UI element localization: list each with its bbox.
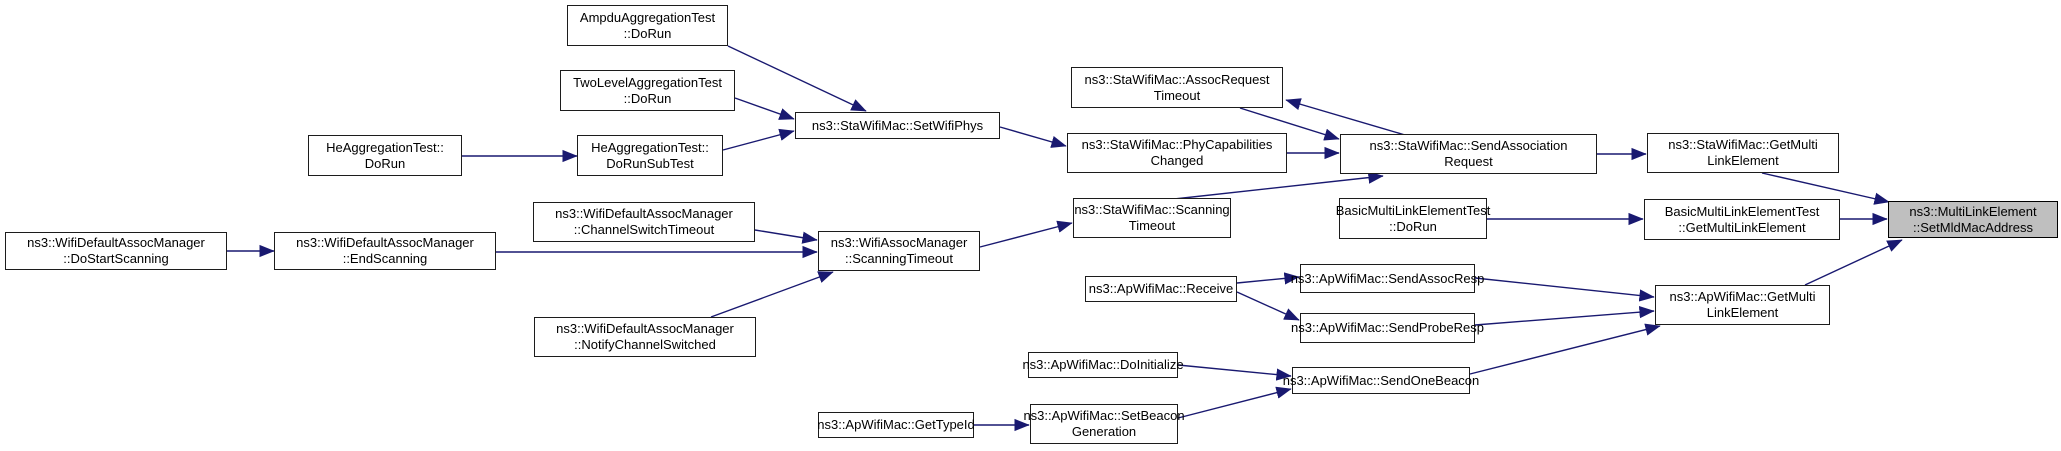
edge-sendonebeacon-to-apgetmultilinkelement [1469,323,1661,375]
node-label: ::ChannelSwitchTimeout [573,222,715,237]
node-label: ns3::WifiDefaultAssocManager [296,235,474,250]
node-label: ns3::ApWifiMac::SendProbeResp [1291,320,1484,335]
node-label: ::EndScanning [342,251,428,266]
node-heaggregationtest-dorunsubtest[interactable]: HeAggregationTest:: DoRunSubTest [577,135,723,176]
node-basicmultilinkelementtest-getmultilinkelement[interactable]: BasicMultiLinkElementTest ::GetMultiLink… [1644,199,1840,240]
node-label: DoRun [364,155,406,171]
edge-ampdudorun-to-setwifiphys [727,45,867,112]
node-apwifimac-sendproberesp[interactable]: ns3::ApWifiMac::SendProbeResp [1291,313,1484,343]
node-wifidefaultassocmanager-dostartscanning[interactable]: ns3::WifiDefaultAssocManager ::DoStartSc… [5,232,227,270]
node-label: ns3::ApWifiMac::Receive [1088,281,1234,296]
node-label: LinkElement [1707,153,1779,168]
node-stawifimac-getmultilinkelement[interactable]: ns3::StaWifiMac::GetMulti LinkElement [1647,133,1839,173]
node-label: TwoLevelAggregationTest [573,74,722,90]
node-apwifimac-gettypeid[interactable]: ns3::ApWifiMac::GetTypeId [817,412,975,438]
node-label: ns3::MultiLinkElement [1909,203,2037,219]
node-stawifimac-phycapabilitieschanged[interactable]: ns3::StaWifiMac::PhyCapabilities Changed [1067,133,1287,173]
node-label: ns3::StaWifiMac::GetMulti [1668,137,1818,152]
node-heaggregationtest-dorun[interactable]: HeAggregationTest:: DoRun [308,135,462,176]
node-apwifimac-setbeacongeneration[interactable]: ns3::ApWifiMac::SetBeacon Generation [1023,404,1185,444]
node-label: DoRunSubTest [606,155,694,171]
node-basicmultilinkelementtest-dorun[interactable]: BasicMultiLinkElementTest ::DoRun [1336,198,1490,239]
node-label: ns3::ApWifiMac::SendAssocResp [1290,270,1485,286]
edge-apreceive-to-sendproberesp [1236,291,1300,321]
node-label: ns3::StaWifiMac::PhyCapabilities [1081,137,1273,152]
node-label: ns3::StaWifiMac::AssocRequest [1084,71,1270,87]
node-label: ::SetMldMacAddress [1913,219,2033,235]
node-label: HeAggregationTest:: [591,139,709,155]
edge-twoleveldorun-to-setwifiphys [734,97,795,120]
node-apwifimac-sendonebeacon[interactable]: ns3::ApWifiMac::SendOneBeacon [1283,367,1479,394]
node-wifiassocmanager-scanningtimeout[interactable]: ns3::WifiAssocManager ::ScanningTimeout [818,231,980,271]
node-label: ::DoRun [623,25,672,41]
node-multilinkelement-setmldmacaddress-highlighted: ns3::MultiLinkElement ::SetMldMacAddress [1888,201,2058,238]
node-label: HeAggregationTest:: [326,139,444,155]
node-label: ::GetMultiLinkElement [1678,219,1806,235]
edge-apdoinitialize-to-sendonebeacon [1177,364,1292,381]
node-label: LinkElement [1706,305,1779,320]
node-stawifimac-setwifiphys[interactable]: ns3::StaWifiMac::SetWifiPhys [795,112,1000,139]
node-label: ::NotifyChannelSwitched [574,337,716,352]
node-label: BasicMultiLinkElementTest [1664,203,1820,219]
node-wifidefaultassocmanager-notifychannelswitched[interactable]: ns3::WifiDefaultAssocManager ::NotifyCha… [534,317,756,357]
edge-apgetmultilinkelement-to-setmldmacaddress [1804,239,1903,286]
node-label: AmpduAggregationTest [579,9,716,25]
edge-hedorunsubtest-to-setwifiphys [722,128,795,151]
edge-channelswitchtimeout-to-wifiassocscanningtimeout [754,229,818,244]
node-label: ns3::WifiDefaultAssocManager [27,235,205,250]
node-apwifimac-getmultilinkelement[interactable]: ns3::ApWifiMac::GetMulti LinkElement [1655,285,1830,325]
edge-setwifiphys-to-phycapabilities [999,126,1067,148]
node-label: ::DoRun [1389,218,1437,234]
node-label: ns3::WifiDefaultAssocManager [555,206,733,221]
node-label: Timeout [1128,218,1176,233]
node-stawifimac-scanningtimeout[interactable]: ns3::StaWifiMac::Scanning Timeout [1073,198,1231,238]
node-label: ns3::ApWifiMac::DoInitialize [1022,357,1184,372]
edge-apreceive-to-sendassocresp [1236,272,1300,285]
edge-notifychannelswitched-to-wifiassocscanningtimeout [710,271,834,318]
node-apwifimac-sendassocresp[interactable]: ns3::ApWifiMac::SendAssocResp [1291,264,1484,293]
node-label: ::ScanningTimeout [845,251,953,266]
node-label: Timeout [1153,87,1201,103]
node-wifidefaultassocmanager-channelswitchtimeout[interactable]: ns3::WifiDefaultAssocManager ::ChannelSw… [533,202,755,242]
node-label: ns3::StaWifiMac::SendAssociation [1369,138,1568,153]
edge-stascanningtimeout-to-sendassociationrequest [1164,171,1384,201]
node-stawifimac-sendassociationrequest[interactable]: ns3::StaWifiMac::SendAssociation Request [1340,134,1597,174]
edge-assocrequesttimeout-to-sendassociationrequest [1239,107,1340,141]
edge-sendproberesp-to-apgetmultilinkelement [1474,305,1655,326]
node-label: ns3::ApWifiMac::GetMulti [1669,289,1816,304]
node-label: Request [1444,154,1493,169]
node-wifidefaultassocmanager-endscanning[interactable]: ns3::WifiDefaultAssocManager ::EndScanni… [274,232,496,270]
node-label: ns3::WifiDefaultAssocManager [556,321,734,336]
node-label: ns3::ApWifiMac::GetTypeId [817,417,975,432]
node-twolevelaggregationtest-dorun[interactable]: TwoLevelAggregationTest ::DoRun [560,70,735,111]
node-label: ::DoRun [623,90,672,106]
node-apwifimac-doinitialize[interactable]: ns3::ApWifiMac::DoInitialize [1022,352,1184,378]
node-apwifimac-receive[interactable]: ns3::ApWifiMac::Receive [1085,276,1237,302]
node-label: ns3::StaWifiMac::Scanning [1074,202,1230,217]
node-stawifimac-assocrequesttimeout[interactable]: ns3::StaWifiMac::AssocRequest Timeout [1071,67,1283,108]
node-ampduaggregationtest-dorun[interactable]: AmpduAggregationTest ::DoRun [567,5,728,46]
node-label: ns3::StaWifiMac::SetWifiPhys [811,117,984,133]
edge-apsetbeacongeneration-to-sendonebeacon [1177,386,1292,419]
node-label: BasicMultiLinkElementTest [1335,202,1491,218]
edge-stagetmultilinkelement-to-setmldmacaddress [1761,172,1890,205]
edge-wifiassocscanningtimeout-to-stascanningtimeout [979,220,1073,248]
node-label: Changed [1150,153,1204,168]
node-label: ns3::WifiAssocManager [830,235,968,250]
edge-sendassocresp-to-apgetmultilinkelement [1474,277,1655,302]
node-label: ns3::ApWifiMac::SetBeacon [1023,408,1185,423]
edge-sendassociationrequest-to-assocrequesttimeout [1285,98,1406,136]
node-label: ns3::ApWifiMac::SendOneBeacon [1282,372,1480,388]
node-label: ::DoStartScanning [63,251,169,266]
node-label: Generation [1071,424,1137,439]
